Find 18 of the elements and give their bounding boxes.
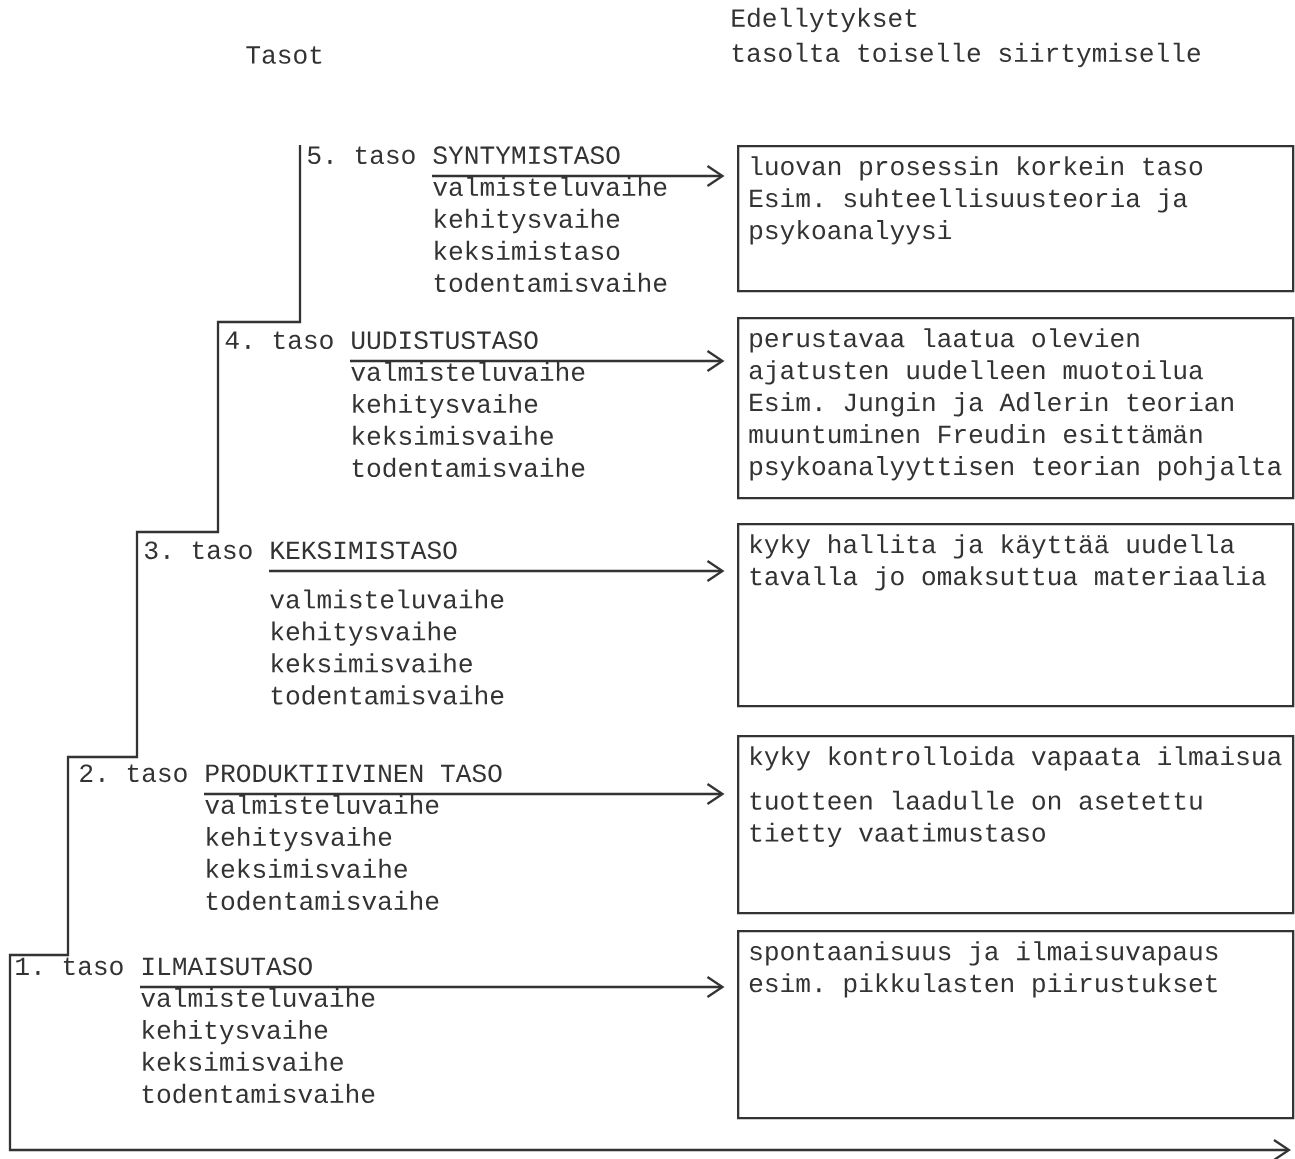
level-text: 4. taso UUDISTUSTASO valmisteluvaihe kehitysvaihe keksimisvaihe todentamisvaihe [225, 331, 585, 478]
level-text: 2. taso PRODUKTIIVINEN TASO valmisteluvaihe kehitysvaihe keksimisvaihe todentamisvaihe [80, 764, 502, 911]
column-heading: Tasot [246, 46, 322, 64]
arrow [140, 976, 725, 998]
column-heading: Edellytykset [732, 7, 917, 33]
level-text: 5. taso SYNTYMISTASO valmisteluvaihe kehitysvaihe keksimistaso todentamisvaihe [308, 146, 667, 293]
arrow [432, 165, 725, 187]
condition-box: perustavaa laatua olevien ajatusten uudelleen muotoilua Esim. Jungin ja Adlerin teorian muuntuminen Freudin esittämän psykoanalyyttisen teorian pohjalta [737, 317, 1295, 500]
column-heading: tasolta toiselle siirtymiselle [732, 42, 1200, 68]
arrow [204, 783, 725, 805]
condition-box: spontaanisuus ja ilmaisuvapaus esim. pikkulasten piirustukset [737, 930, 1295, 1120]
level-text: 3. taso KEKSIMISTASO valmisteluvaihe kehitysvaihe keksimisvaihe todentamisvaihe [145, 541, 504, 705]
arrow [269, 560, 725, 582]
level-text: 1. taso ILMAISUTASO valmisteluvaihe kehitysvaihe keksimisvaihe todentamisvaihe [16, 957, 375, 1104]
condition-box: kyky kontrolloida vapaata ilmaisua tuotteen laadulle on asetettu tietty vaatimustaso [737, 735, 1295, 915]
arrow [350, 350, 725, 372]
condition-box: luovan prosessin korkein taso Esim. suhteellisuusteoria ja psykoanalyysi [737, 145, 1295, 293]
condition-box: kyky hallita ja käyttää uudella tavalla jo omaksuttua materiaalia [737, 523, 1295, 708]
